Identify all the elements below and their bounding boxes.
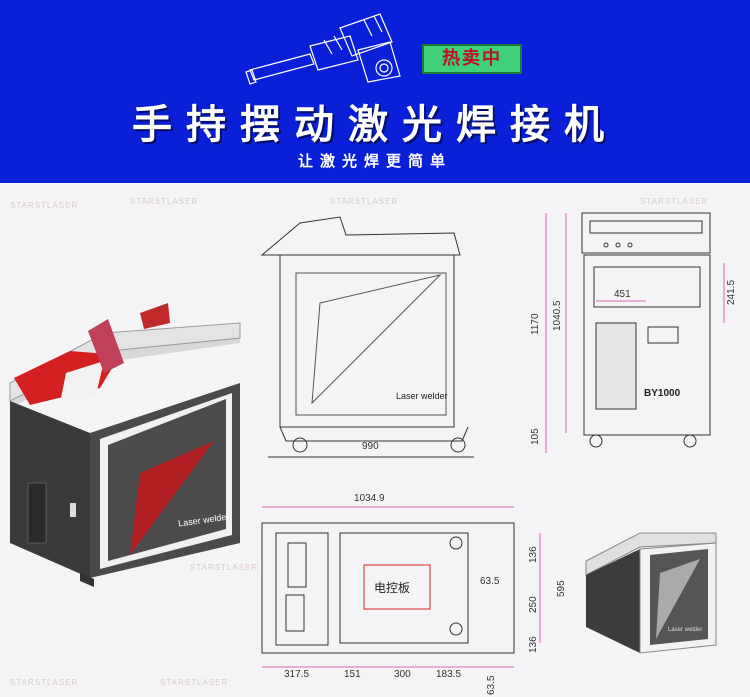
dimension-label: 451 bbox=[614, 289, 631, 300]
dimension-label: 1170 bbox=[530, 313, 541, 335]
side-view-panel-text: Laser welder bbox=[396, 391, 448, 401]
dimension-label: 136 bbox=[528, 546, 539, 563]
dimension-label: 1040.5 bbox=[552, 300, 563, 331]
dimension-label: 105 bbox=[530, 428, 541, 445]
watermark-text: STARSTLASER bbox=[10, 678, 79, 687]
dimension-lines bbox=[262, 213, 725, 668]
watermark-text: STARSTLASER bbox=[330, 197, 399, 206]
page-title: 手持摆动激光焊接机 bbox=[132, 102, 618, 148]
product-render bbox=[9, 303, 241, 587]
page-subtitle: 让激光焊更简单 bbox=[297, 152, 452, 170]
small-product-render bbox=[585, 532, 717, 654]
dimension-label: 595 bbox=[556, 580, 567, 597]
dimension-label: 151 bbox=[344, 669, 361, 680]
watermark-text: STARSTLASER bbox=[190, 563, 259, 572]
dimension-label: 990 bbox=[362, 441, 379, 452]
laser-gun-icon bbox=[245, 13, 401, 85]
watermark-text: STARSTLASER bbox=[130, 197, 199, 206]
front-view bbox=[581, 212, 711, 448]
side-view bbox=[260, 216, 474, 458]
small-render-panel-text: Laser welder bbox=[668, 627, 703, 633]
hot-sale-badge: 热卖中 bbox=[422, 44, 522, 74]
dimension-label: 63.5 bbox=[486, 675, 497, 695]
watermark-text: STARSTLASER bbox=[160, 678, 229, 687]
dimension-label: 241.5 bbox=[726, 279, 737, 305]
dimension-label: 183.5 bbox=[436, 669, 462, 680]
model-label: BY1000 bbox=[644, 388, 681, 399]
dimension-label: 1034.9 bbox=[354, 493, 385, 504]
top-view bbox=[261, 522, 515, 654]
dimension-label: 63.5 bbox=[480, 576, 500, 587]
dimension-label: 136 bbox=[528, 636, 539, 653]
watermark-text: STARSTLASER bbox=[640, 197, 709, 206]
drawing-lines bbox=[9, 212, 725, 668]
dimension-label: 317.5 bbox=[284, 669, 310, 680]
control-board-label: 电控板 bbox=[374, 581, 411, 595]
watermark-text: STARSTLASER bbox=[10, 201, 79, 210]
dimension-label: 300 bbox=[394, 669, 411, 680]
dimension-label: 250 bbox=[528, 596, 539, 613]
header-banner: 热卖中 手持摆动激光焊接机 让激光焊更简单 bbox=[0, 0, 750, 183]
technical-drawing: STARSTLASER STARSTLASER STARSTLASER STAR… bbox=[0, 183, 750, 697]
